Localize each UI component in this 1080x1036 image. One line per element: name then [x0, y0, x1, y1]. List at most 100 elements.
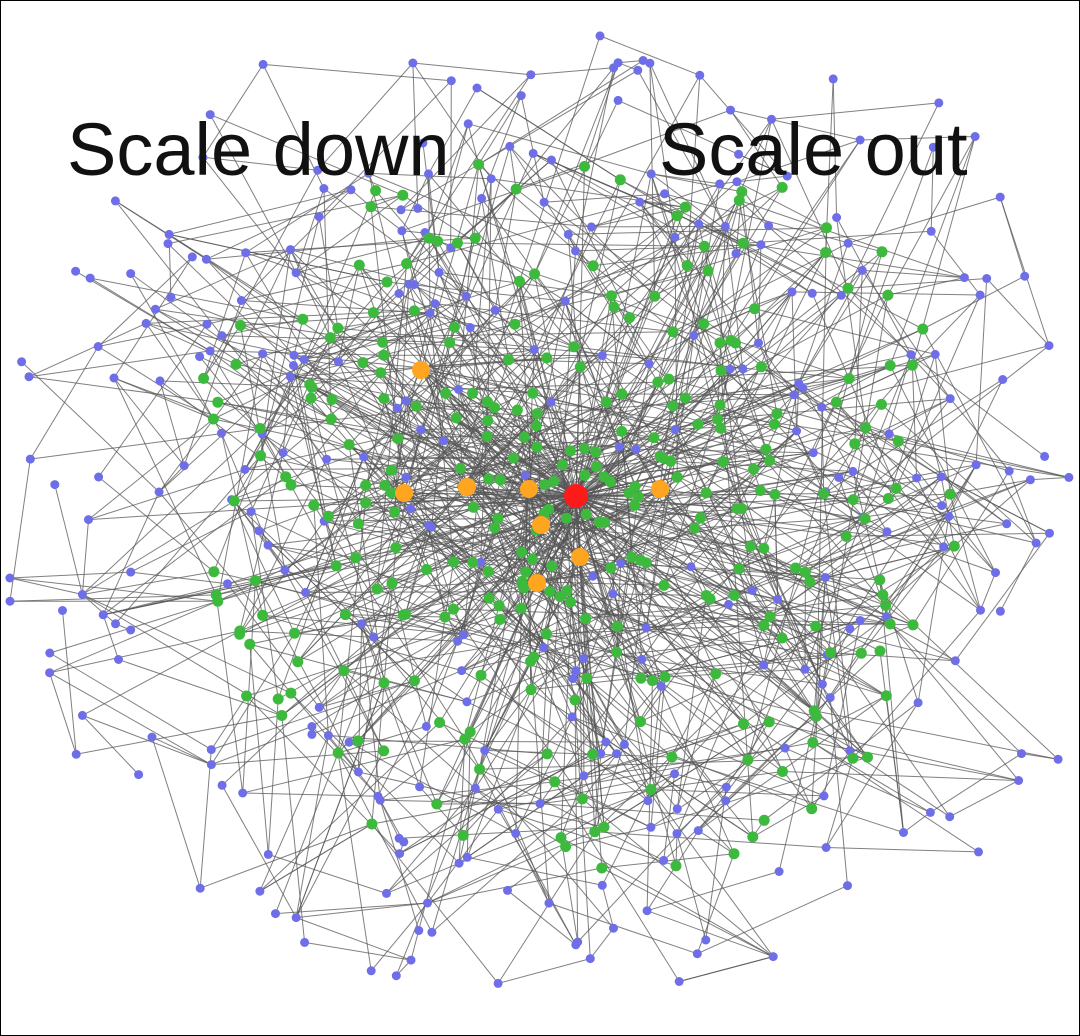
graph-edge [457, 242, 705, 247]
graph-edge [396, 273, 535, 409]
graph-edge [646, 680, 653, 911]
tier2-node [574, 361, 586, 373]
tier2-node [457, 829, 469, 841]
tier3-node [694, 219, 704, 229]
tier3-node [724, 599, 734, 609]
tier2-node [944, 488, 956, 500]
graph-edge [436, 753, 617, 805]
tier3-node [45, 668, 55, 678]
tier3-node [397, 226, 407, 236]
graph-edge [414, 284, 571, 452]
graph-edge [698, 695, 887, 832]
tier2-node [561, 585, 573, 597]
graph-edge [457, 436, 525, 642]
tier3-node [644, 359, 654, 369]
graph-edge [498, 605, 617, 755]
tier3-node [346, 185, 356, 195]
graph-edge [986, 278, 1050, 346]
graph-edge [646, 910, 774, 958]
graph-edge [305, 551, 522, 593]
graph-edge [1030, 476, 1069, 481]
graph-edge [679, 956, 774, 982]
graph-edge [591, 206, 686, 228]
graph-edge [217, 312, 431, 403]
tier3-node [1025, 475, 1035, 485]
tier3-node [401, 396, 411, 406]
tier2-node [576, 793, 588, 805]
graph-edge [466, 587, 525, 703]
graph-edge [465, 295, 597, 468]
graph-edge [515, 833, 577, 946]
graph-edge [564, 300, 650, 365]
tier3-node [567, 712, 577, 722]
graph-edge [567, 234, 585, 449]
tier2-node [421, 564, 432, 575]
graph-edge [145, 322, 237, 365]
graph-edge [90, 277, 303, 320]
tier3-node [641, 623, 651, 633]
graph-edge [478, 95, 522, 165]
graph-edge [130, 511, 252, 573]
graph-edge [804, 669, 868, 758]
tier2-node [704, 593, 716, 605]
tier3-node [764, 221, 774, 231]
graph-edge [854, 443, 981, 611]
graph-edge [98, 476, 215, 573]
graph-edge [469, 381, 659, 733]
tier2-node [755, 361, 767, 373]
graph-edge [293, 319, 304, 356]
tier2-node [737, 237, 749, 249]
graph-edge [922, 328, 1037, 544]
graph-edge [584, 383, 799, 476]
tier3-node [462, 697, 472, 707]
graph-edge [290, 249, 331, 338]
tier2-node [325, 413, 337, 425]
graph-edge [769, 721, 1019, 781]
tier2-node [806, 803, 818, 815]
graph-edge [479, 768, 664, 861]
graph-edge [507, 890, 577, 946]
tier3-node [754, 338, 763, 348]
tier3-node [278, 448, 288, 458]
tier3-node [300, 937, 310, 947]
graph-edge [601, 867, 774, 958]
tier3-node [734, 149, 744, 159]
tier3-node [774, 867, 784, 876]
tier3-node [643, 796, 653, 806]
tier2-node [616, 425, 628, 437]
graph-edge [49, 630, 240, 674]
tier2-node [548, 475, 560, 487]
tier3-node [571, 940, 581, 950]
tier3-node [195, 883, 205, 893]
tier2-node [733, 194, 745, 206]
graph-edge [674, 291, 793, 430]
graph-edge [380, 799, 541, 805]
tier3-node [884, 429, 894, 439]
tier2-node [560, 841, 572, 853]
graph-edge [462, 486, 742, 509]
tier3-node [526, 70, 536, 80]
tier2-node [590, 446, 601, 458]
tier3-node [5, 596, 15, 606]
graph-edge [765, 448, 826, 493]
graph-edge [458, 789, 652, 864]
tier3-node [307, 729, 317, 739]
tier3-node [789, 390, 799, 400]
tier3-node [394, 833, 404, 843]
graph-edge [640, 604, 729, 722]
graph-edge [413, 310, 459, 390]
tier3-node [855, 616, 865, 625]
tier3-node [258, 349, 268, 359]
tier2-node [475, 669, 487, 681]
graph-edge [358, 264, 577, 497]
tier3-node [344, 737, 354, 747]
tier2-node [593, 516, 605, 528]
graph-edge [930, 147, 934, 232]
graph-edge [579, 499, 854, 558]
tier2-node [626, 551, 638, 563]
edge-layer [9, 35, 1070, 984]
tier3-node [695, 70, 705, 80]
graph-edge [537, 394, 795, 415]
graph-edge [467, 357, 548, 483]
tier2-node [305, 392, 317, 404]
